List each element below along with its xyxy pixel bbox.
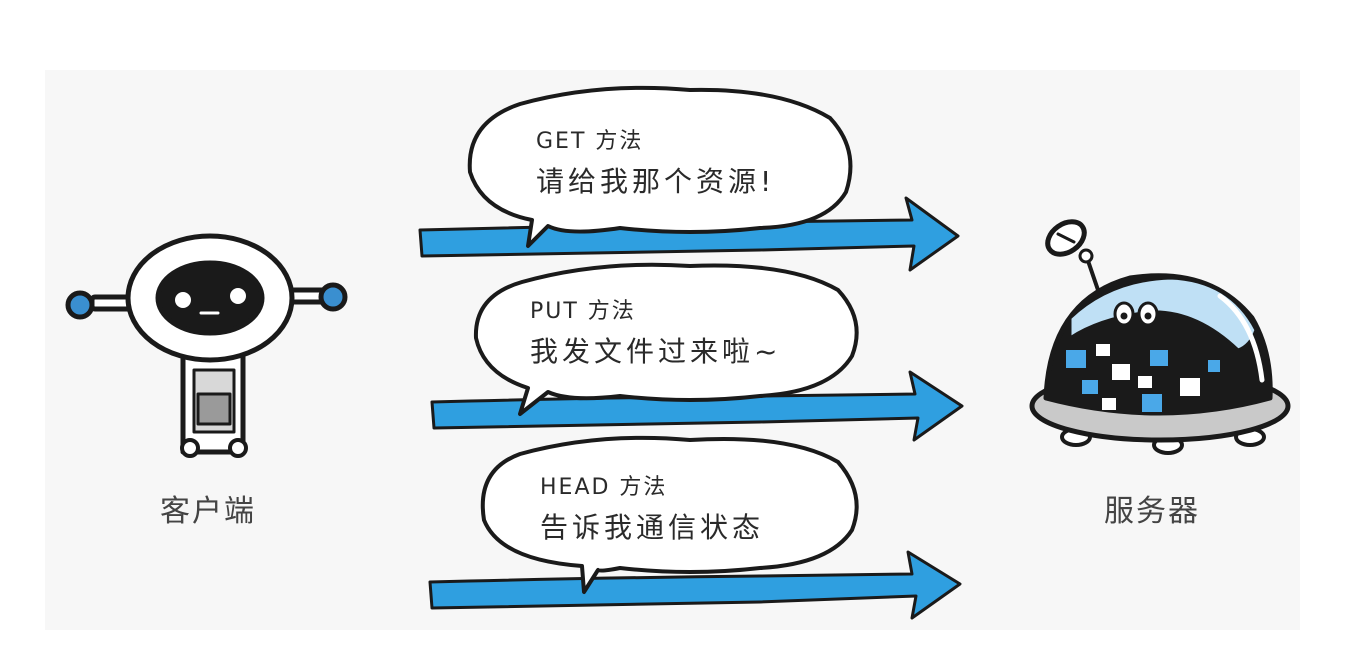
head-method-label: HEAD 方法 bbox=[540, 475, 668, 500]
server-robot-icon bbox=[1029, 219, 1291, 455]
server-tile bbox=[1138, 376, 1152, 388]
get-message: GET 方法 请给我那个资源! bbox=[536, 128, 775, 199]
put-arrow bbox=[430, 370, 964, 442]
server-dome-highlight bbox=[1217, 293, 1265, 383]
client-left-foot bbox=[180, 438, 200, 458]
client-right-eye bbox=[230, 288, 246, 304]
server-antenna-joint bbox=[1078, 248, 1094, 264]
put-method-label: PUT 方法 bbox=[530, 299, 636, 324]
client-right-foot bbox=[228, 438, 248, 458]
server-tile bbox=[1096, 344, 1110, 356]
server-right-pupil bbox=[1144, 312, 1152, 320]
server-tile bbox=[1066, 350, 1086, 368]
server-tile bbox=[1150, 350, 1168, 366]
client-chest-plate bbox=[196, 392, 232, 426]
put-message-text: 我发文件过来啦~ bbox=[530, 334, 782, 368]
server-tile bbox=[1142, 394, 1162, 412]
put-bubble bbox=[473, 262, 859, 416]
server-tile bbox=[1112, 364, 1130, 380]
client-left-eye bbox=[175, 292, 191, 308]
client-face bbox=[155, 260, 265, 336]
head-message-text: 告诉我通信状态 bbox=[540, 510, 765, 544]
client-robot-icon bbox=[65, 233, 348, 458]
put-message: PUT 方法 我发文件过来啦~ bbox=[530, 298, 781, 369]
get-message-text: 请给我那个资源! bbox=[536, 164, 776, 198]
server-tile bbox=[1180, 378, 1200, 396]
get-bubble bbox=[467, 85, 853, 248]
client-right-hand bbox=[318, 282, 348, 312]
server-tiles bbox=[1066, 344, 1220, 412]
server-left-pupil bbox=[1120, 312, 1128, 320]
head-bubble bbox=[480, 435, 859, 594]
client-left-hand bbox=[65, 290, 95, 320]
speech-bubbles bbox=[467, 85, 859, 594]
arrows bbox=[418, 196, 964, 620]
head-arrow bbox=[428, 550, 962, 620]
server-tile bbox=[1102, 398, 1116, 410]
get-method-label: GET 方法 bbox=[536, 129, 644, 154]
server-tile bbox=[1082, 380, 1098, 394]
server-tile bbox=[1208, 360, 1220, 372]
client-label: 客户端 bbox=[160, 494, 256, 529]
head-message: HEAD 方法 告诉我通信状态 bbox=[540, 474, 764, 545]
server-dish-detail bbox=[1056, 232, 1076, 244]
server-label: 服务器 bbox=[1104, 494, 1200, 529]
